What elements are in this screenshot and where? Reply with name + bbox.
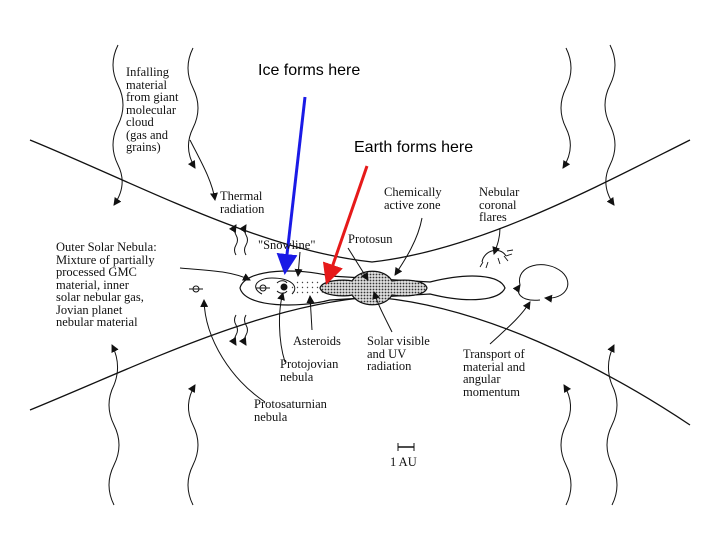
ice-callout: Ice forms here	[258, 62, 361, 79]
infalling-label: Infalling material from giant molecular …	[126, 65, 179, 154]
infall-wave-5	[560, 47, 572, 169]
infall-wave-8	[606, 344, 618, 506]
coronal-flare	[481, 249, 507, 263]
asteroids-label: Asteroids	[293, 334, 341, 348]
thermal-down-1	[228, 314, 238, 346]
transport-label: Transport of material and angular moment…	[463, 347, 526, 399]
thermal-label: Thermal radiation	[220, 189, 265, 216]
infall-wave-6	[604, 44, 616, 206]
infall-wave-3	[108, 344, 120, 506]
protosun-label: Protosun	[348, 232, 393, 246]
chemically-active-label: Chemically active zone	[384, 185, 442, 212]
circulation-cell	[519, 264, 569, 303]
protojovian-label: Protojovian nebula	[280, 357, 339, 384]
scale-label: 1 AU	[390, 455, 417, 469]
thermal-down-2	[238, 314, 248, 346]
upper-flare-curve	[29, 139, 691, 263]
protojovian-body	[280, 283, 288, 291]
thermal-up-2	[238, 224, 248, 256]
infall-wave-7	[560, 384, 572, 506]
infall-wave-2	[187, 47, 199, 169]
infall-wave-1	[112, 44, 124, 206]
asteroid-zone	[290, 280, 326, 296]
inner-disk	[319, 270, 428, 306]
infall-wave-4	[187, 384, 199, 506]
coronal-flares-label: Nebular coronal flares	[479, 185, 520, 224]
snowline-label: "Snowline"	[258, 238, 316, 252]
protosaturnian-label: Protosaturnian nebula	[254, 397, 327, 424]
solar-visible-label: Solar visible and UV radiation	[367, 334, 430, 373]
thermal-up-1	[228, 224, 238, 256]
ice-arrow	[276, 96, 307, 275]
outer-nebula-label: Outer Solar Nebula: Mixture of partially…	[56, 240, 157, 329]
earth-callout: Earth forms here	[354, 139, 474, 156]
earth-arrow	[322, 165, 369, 285]
